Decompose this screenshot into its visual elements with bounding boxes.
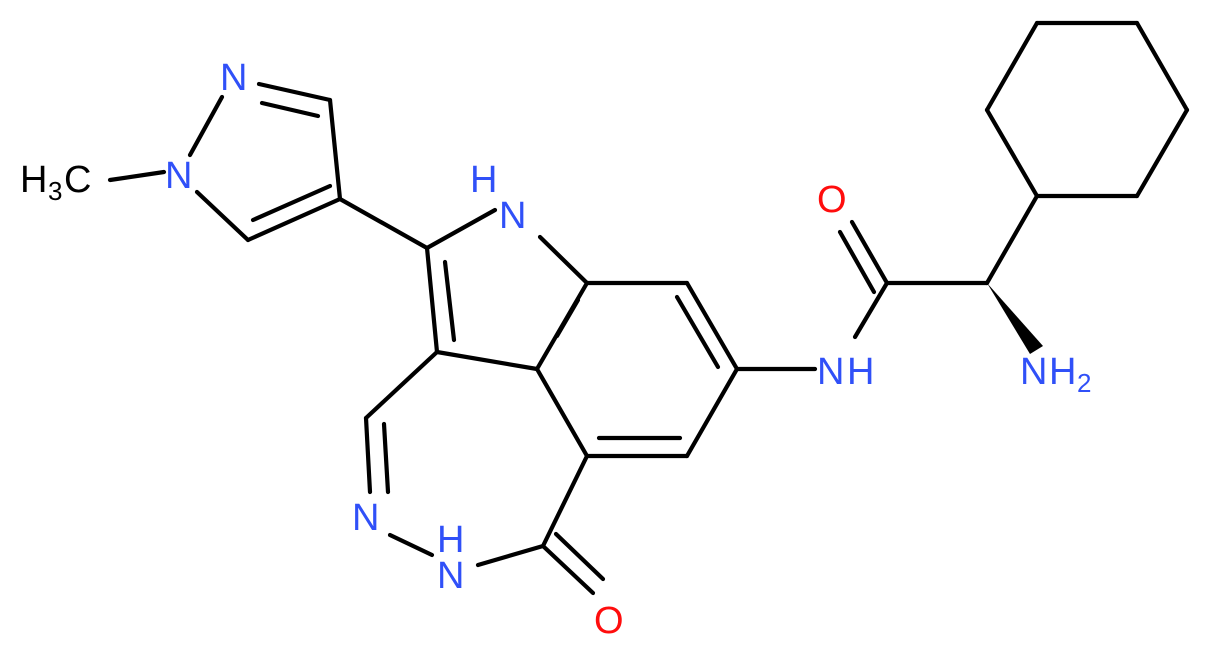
bond xyxy=(1134,107,1190,199)
svg-text:N: N xyxy=(1020,351,1047,393)
bond xyxy=(259,100,321,119)
cyclohexyl-ring xyxy=(984,20,1190,199)
bond xyxy=(984,20,1040,113)
lactam-oxygen-label: O xyxy=(594,600,624,642)
svg-text:N: N xyxy=(499,195,526,237)
bond xyxy=(245,196,343,243)
svg-text:H: H xyxy=(437,519,464,561)
benzene-ring xyxy=(534,280,740,459)
bond xyxy=(674,294,721,370)
bond xyxy=(554,297,581,339)
bond xyxy=(849,219,890,286)
svg-text:H: H xyxy=(1049,351,1076,393)
bond xyxy=(337,196,430,251)
bond xyxy=(984,107,1040,199)
bond xyxy=(540,453,590,549)
bond xyxy=(424,207,498,251)
bond xyxy=(684,280,740,372)
lactam-nh-label: H N xyxy=(437,519,464,597)
methyl-label: H 3 C xyxy=(20,159,91,206)
bond xyxy=(553,531,606,582)
bond xyxy=(256,81,333,103)
bond xyxy=(684,366,740,459)
bond xyxy=(194,189,251,243)
pyrazole-n1-label: N xyxy=(165,155,192,197)
pyrazole-ring xyxy=(187,81,343,243)
svg-text:H: H xyxy=(20,159,47,201)
pyrrole-ring xyxy=(424,207,590,372)
stereo-wedge-bond xyxy=(987,283,1043,354)
bond xyxy=(1134,20,1190,113)
amide-oxygen-label: O xyxy=(817,179,847,221)
pyrazole-n2-label: N xyxy=(220,57,247,99)
diazepine-n-label: N xyxy=(352,497,379,539)
bond xyxy=(363,415,373,495)
bond xyxy=(442,259,457,343)
svg-text:N: N xyxy=(817,351,844,393)
svg-text:H: H xyxy=(847,351,874,393)
bond xyxy=(475,543,546,568)
bond xyxy=(540,543,596,596)
bond xyxy=(187,94,225,158)
bond xyxy=(363,349,440,421)
bond xyxy=(534,366,590,459)
bond xyxy=(381,421,391,495)
amine-nh2-label: N H 2 xyxy=(1020,351,1091,398)
svg-text:3: 3 xyxy=(48,176,62,206)
bond xyxy=(434,349,540,372)
bond xyxy=(107,169,167,183)
amide-nh-label: N H xyxy=(817,351,874,393)
bond xyxy=(537,234,590,286)
bond xyxy=(424,245,440,355)
bond xyxy=(984,193,1040,286)
bond xyxy=(387,532,435,558)
svg-text:2: 2 xyxy=(1077,368,1091,398)
bond xyxy=(250,183,333,223)
svg-text:N: N xyxy=(437,555,464,597)
indole-nh-label: H N xyxy=(470,159,526,237)
svg-text:H: H xyxy=(470,159,497,201)
svg-text:C: C xyxy=(64,159,91,201)
bond xyxy=(327,97,343,202)
diazepinone-ring xyxy=(363,349,606,596)
bond xyxy=(837,229,877,295)
bond xyxy=(852,280,890,340)
